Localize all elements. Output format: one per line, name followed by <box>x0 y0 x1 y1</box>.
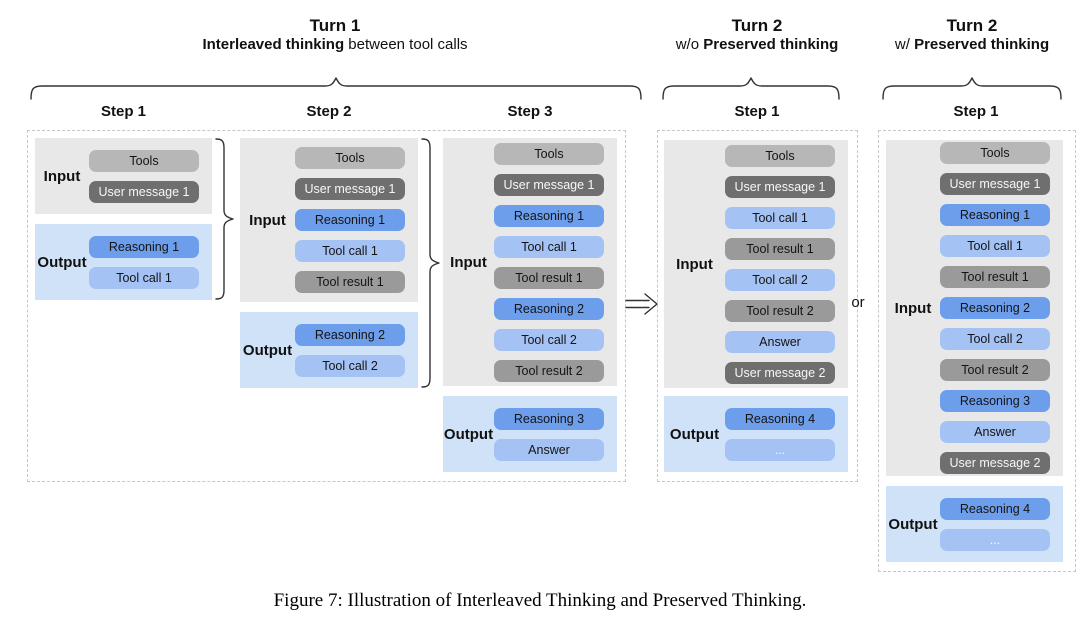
turn1-brace <box>30 77 642 100</box>
pill-answer: Answer <box>940 421 1050 443</box>
turn2-with-output-pills: Reasoning 4... <box>940 497 1050 551</box>
turn2-with-output-group: Output Reasoning 4... <box>886 486 1063 562</box>
pill-reasoning: Reasoning 1 <box>89 235 199 258</box>
pill-toolcall: Tool call 1 <box>940 235 1050 257</box>
pill-toolcall: Tool call 1 <box>725 206 835 229</box>
turn2-without-title: Turn 2 <box>731 16 783 35</box>
turn2-without-output-group: Output Reasoning 4... <box>664 396 848 472</box>
step-label-5: Step 1 <box>953 103 999 120</box>
step2-output-group: Output Reasoning 2 Tool call 2 <box>240 312 418 388</box>
input-label: Input <box>450 253 487 271</box>
step3-output-pills: Reasoning 3 Answer <box>494 407 604 461</box>
pill-user: User message 1 <box>89 180 199 203</box>
turn1-title: Turn 1 <box>309 16 361 35</box>
pill-toolcall: Tool call 2 <box>940 328 1050 350</box>
input-label: Input <box>43 167 81 185</box>
pill-toolcall: Tool call 2 <box>725 268 835 291</box>
pill-reasoning: Reasoning 4 <box>940 497 1050 520</box>
turn2-with-header: Turn 2 w/ Preserved thinking <box>872 16 1072 53</box>
pill-user: User message 2 <box>940 452 1050 474</box>
step1-output-pills: Reasoning 1 Tool call 1 <box>89 235 199 289</box>
turn2-without-output-pills: Reasoning 4... <box>725 407 835 461</box>
pill-reasoning: Reasoning 4 <box>725 407 835 430</box>
turn2-without-subtitle: w/o Preserved thinking <box>675 36 839 53</box>
input-label: Input <box>676 255 713 273</box>
step-label-1: Step 1 <box>100 103 146 120</box>
pill-user: User message 2 <box>725 361 835 384</box>
pill-reasoning: Reasoning 2 <box>295 323 405 346</box>
output-label: Output <box>37 253 87 271</box>
pill-user: User message 1 <box>494 173 604 196</box>
pill-tools: Tools <box>940 142 1050 164</box>
pill-toolresult: Tool result 2 <box>940 359 1050 381</box>
step-label-4: Step 1 <box>734 103 780 120</box>
figure-caption: Figure 7: Illustration of Interleaved Th… <box>273 590 807 611</box>
pill-tools: Tools <box>89 149 199 172</box>
output-label: Output <box>888 515 938 533</box>
pill-toolcall: Tool call 2 <box>494 328 604 351</box>
pill-toolresult: Tool result 1 <box>725 237 835 260</box>
pill-reasoning: Reasoning 3 <box>494 407 604 430</box>
implies-arrow-icon <box>625 293 658 315</box>
pill-toolresult: Tool result 1 <box>295 271 405 293</box>
pill-reasoning: Reasoning 3 <box>940 390 1050 412</box>
pill-toolresult: Tool result 1 <box>940 266 1050 288</box>
pill-tools: Tools <box>295 147 405 169</box>
pill-dots: ... <box>725 438 835 461</box>
pill-toolcall: Tool call 1 <box>494 235 604 258</box>
pill-answer: Answer <box>725 330 835 353</box>
step3-output-group: Output Reasoning 3 Answer <box>443 396 617 472</box>
output-label: Output <box>443 425 494 443</box>
turn1-subtitle: Interleaved thinking between tool calls <box>202 36 468 53</box>
pill-toolresult: Tool result 2 <box>725 299 835 322</box>
output-label: Output <box>669 425 720 443</box>
pill-toolcall: Tool call 1 <box>89 266 199 289</box>
pill-user: User message 1 <box>295 178 405 200</box>
step-label-3: Step 3 <box>507 103 553 120</box>
pill-toolresult: Tool result 2 <box>494 359 604 382</box>
pill-user: User message 1 <box>940 173 1050 195</box>
pill-reasoning: Reasoning 1 <box>295 209 405 231</box>
pill-reasoning: Reasoning 2 <box>494 297 604 320</box>
pill-answer: Answer <box>494 438 604 461</box>
step1-output-group: Output Reasoning 1 Tool call 1 <box>35 224 212 300</box>
or-label: or <box>851 294 865 311</box>
step2-to-step3-brace <box>421 138 440 388</box>
turn1-header: Turn 1 Interleaved thinking between tool… <box>35 16 635 53</box>
pill-toolresult: Tool result 1 <box>494 266 604 289</box>
step2-output-pills: Reasoning 2 Tool call 2 <box>295 323 405 377</box>
step-label-2: Step 2 <box>306 103 352 120</box>
turn2-without-header: Turn 2 w/o Preserved thinking <box>657 16 857 53</box>
step1-to-step2-brace <box>215 138 234 300</box>
turn2-with-subtitle: w/ Preserved thinking <box>894 36 1050 53</box>
pill-dots: ... <box>940 528 1050 551</box>
pill-tools: Tools <box>494 142 604 165</box>
turn2-with-brace <box>882 77 1062 100</box>
turn2-without-brace <box>662 77 840 100</box>
pill-reasoning: Reasoning 1 <box>940 204 1050 226</box>
pill-toolcall: Tool call 2 <box>295 354 405 377</box>
pill-reasoning: Reasoning 2 <box>940 297 1050 319</box>
pill-reasoning: Reasoning 1 <box>494 204 604 227</box>
pill-tools: Tools <box>725 144 835 167</box>
turn2-with-title: Turn 2 <box>946 16 998 35</box>
input-label: Input <box>249 211 286 229</box>
pill-toolcall: Tool call 1 <box>295 240 405 262</box>
input-label: Input <box>894 299 932 317</box>
pill-user: User message 1 <box>725 175 835 198</box>
output-label: Output <box>242 341 293 359</box>
